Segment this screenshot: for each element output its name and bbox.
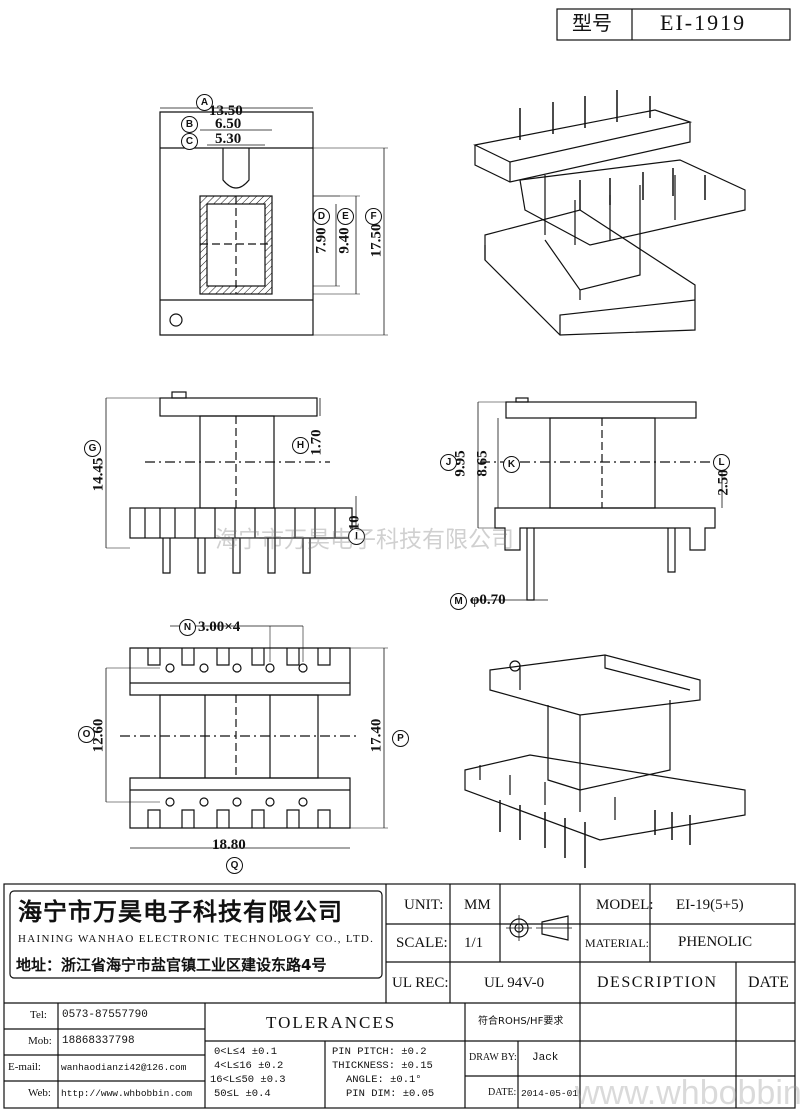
tolerance-rule-3: 16<L≤50 ±0.3 — [210, 1074, 286, 1086]
marker-M: M — [450, 593, 467, 610]
marker-B: B — [181, 116, 198, 133]
date-label: DATE: — [488, 1087, 517, 1098]
projection-symbol-icon — [506, 915, 572, 941]
pin-rule-2: THICKNESS: ±0.15 — [332, 1060, 433, 1072]
tolerance-rule-2: 4<L≤16 ±0.2 — [214, 1060, 284, 1072]
contact-label-web: Web: — [28, 1087, 51, 1099]
contact-value-email: wanhaodianzi42@126.com — [61, 1062, 187, 1073]
tolerance-rule-4: 50≤L ±0.4 — [214, 1088, 271, 1100]
contact-label-email: E-mail: — [8, 1061, 41, 1073]
iso-view-top — [473, 90, 746, 336]
description-label: DESCRIPTION — [597, 974, 718, 991]
dim-L-value: 2.50 — [715, 469, 732, 496]
marker-J: J — [440, 454, 457, 471]
iso-view-bottom — [464, 654, 746, 868]
scale-value: 1/1 — [464, 935, 484, 951]
pin-rule-4: PIN DIM: ±0.05 — [346, 1088, 435, 1100]
dim-B-value: 6.50 — [215, 116, 242, 132]
model-header-box — [556, 8, 791, 41]
company-address: 地址：浙江省海宁市盐官镇工业区建设东路4号 — [16, 956, 327, 974]
marker-F: F — [365, 208, 382, 225]
date-value: 2014-05-01 — [521, 1088, 579, 1099]
model-value: EI-19(5+5) — [676, 897, 744, 913]
contact-label-tel: Tel: — [30, 1009, 47, 1021]
model-label: MODEL: — [596, 897, 654, 913]
contact-value-tel: 0573-87557790 — [62, 1009, 148, 1021]
dim-F-value: 17.50 — [368, 223, 385, 258]
dim-M-value: φ0.70 — [470, 592, 506, 608]
model-header-value: EI-1919 — [660, 10, 747, 35]
dim-H-value: 1.70 — [308, 429, 325, 456]
marker-H: H — [292, 437, 309, 454]
bottom-view — [105, 625, 388, 849]
dim-E-value: 9.40 — [336, 227, 353, 254]
marker-L: L — [713, 454, 730, 471]
model-header-label: 型号 — [572, 11, 612, 35]
dim-A-value: 13.50 — [209, 103, 243, 119]
dim-D-value: 7.90 — [313, 227, 330, 254]
pin-rule-1: PIN PITCH: ±0.2 — [332, 1046, 427, 1058]
dim-G-value: 14.45 — [90, 457, 107, 492]
company-name-en: HAINING WANHAO ELECTRONIC TECHNOLOGY CO.… — [18, 933, 375, 945]
marker-E: E — [337, 208, 354, 225]
side-view — [470, 397, 723, 601]
date-header: DATE — [748, 974, 789, 991]
marker-C: C — [181, 133, 198, 150]
marker-D: D — [313, 208, 330, 225]
top-view — [159, 107, 388, 336]
ulrec-value: UL 94V-0 — [484, 975, 545, 991]
marker-I: I — [348, 528, 365, 545]
watermark-url: www.whbobbin.com — [575, 1074, 800, 1112]
drawby-value: Jack — [532, 1052, 559, 1064]
ulrec-label: UL REC: — [392, 975, 449, 991]
dim-N-value: 3.00×4 — [198, 619, 241, 635]
rohs-note: 符合ROHS/HF要求 — [478, 1016, 564, 1027]
marker-Q: Q — [226, 857, 243, 874]
contact-value-web: http://www.whbobbin.com — [61, 1088, 193, 1099]
tolerances-title: TOLERANCES — [266, 1013, 397, 1032]
marker-A: A — [196, 94, 213, 111]
marker-P: P — [392, 730, 409, 747]
contact-value-mob: 18868337798 — [62, 1035, 135, 1047]
pin-rule-3: ANGLE: ±0.1° — [346, 1074, 422, 1086]
dim-P-value: 17.40 — [368, 718, 385, 753]
marker-N: N — [179, 619, 196, 636]
material-label: MATERIAL: — [585, 936, 649, 950]
marker-K: K — [503, 456, 520, 473]
scale-label: SCALE: — [396, 935, 448, 951]
marker-G: G — [84, 440, 101, 457]
material-value: PHENOLIC — [678, 934, 753, 950]
dim-C-value: 5.30 — [215, 131, 242, 147]
tolerance-rule-1: 0<L≤4 ±0.1 — [214, 1046, 278, 1058]
dim-K-value: 8.65 — [474, 450, 491, 477]
front-view — [105, 391, 357, 574]
company-name-cn: 海宁市万昊电子科技有限公司 — [18, 898, 343, 926]
title-block-frame — [3, 883, 796, 1109]
watermark-company: 海宁市万昊电子科技有限公司 — [215, 527, 514, 553]
drawby-label: DRAW BY: — [469, 1052, 517, 1063]
unit-value: MM — [464, 897, 491, 913]
dim-Q-value: 18.80 — [212, 837, 246, 853]
contact-label-mob: Mob: — [28, 1035, 52, 1047]
unit-label: UNIT: — [404, 897, 444, 913]
marker-O: O — [78, 726, 95, 743]
